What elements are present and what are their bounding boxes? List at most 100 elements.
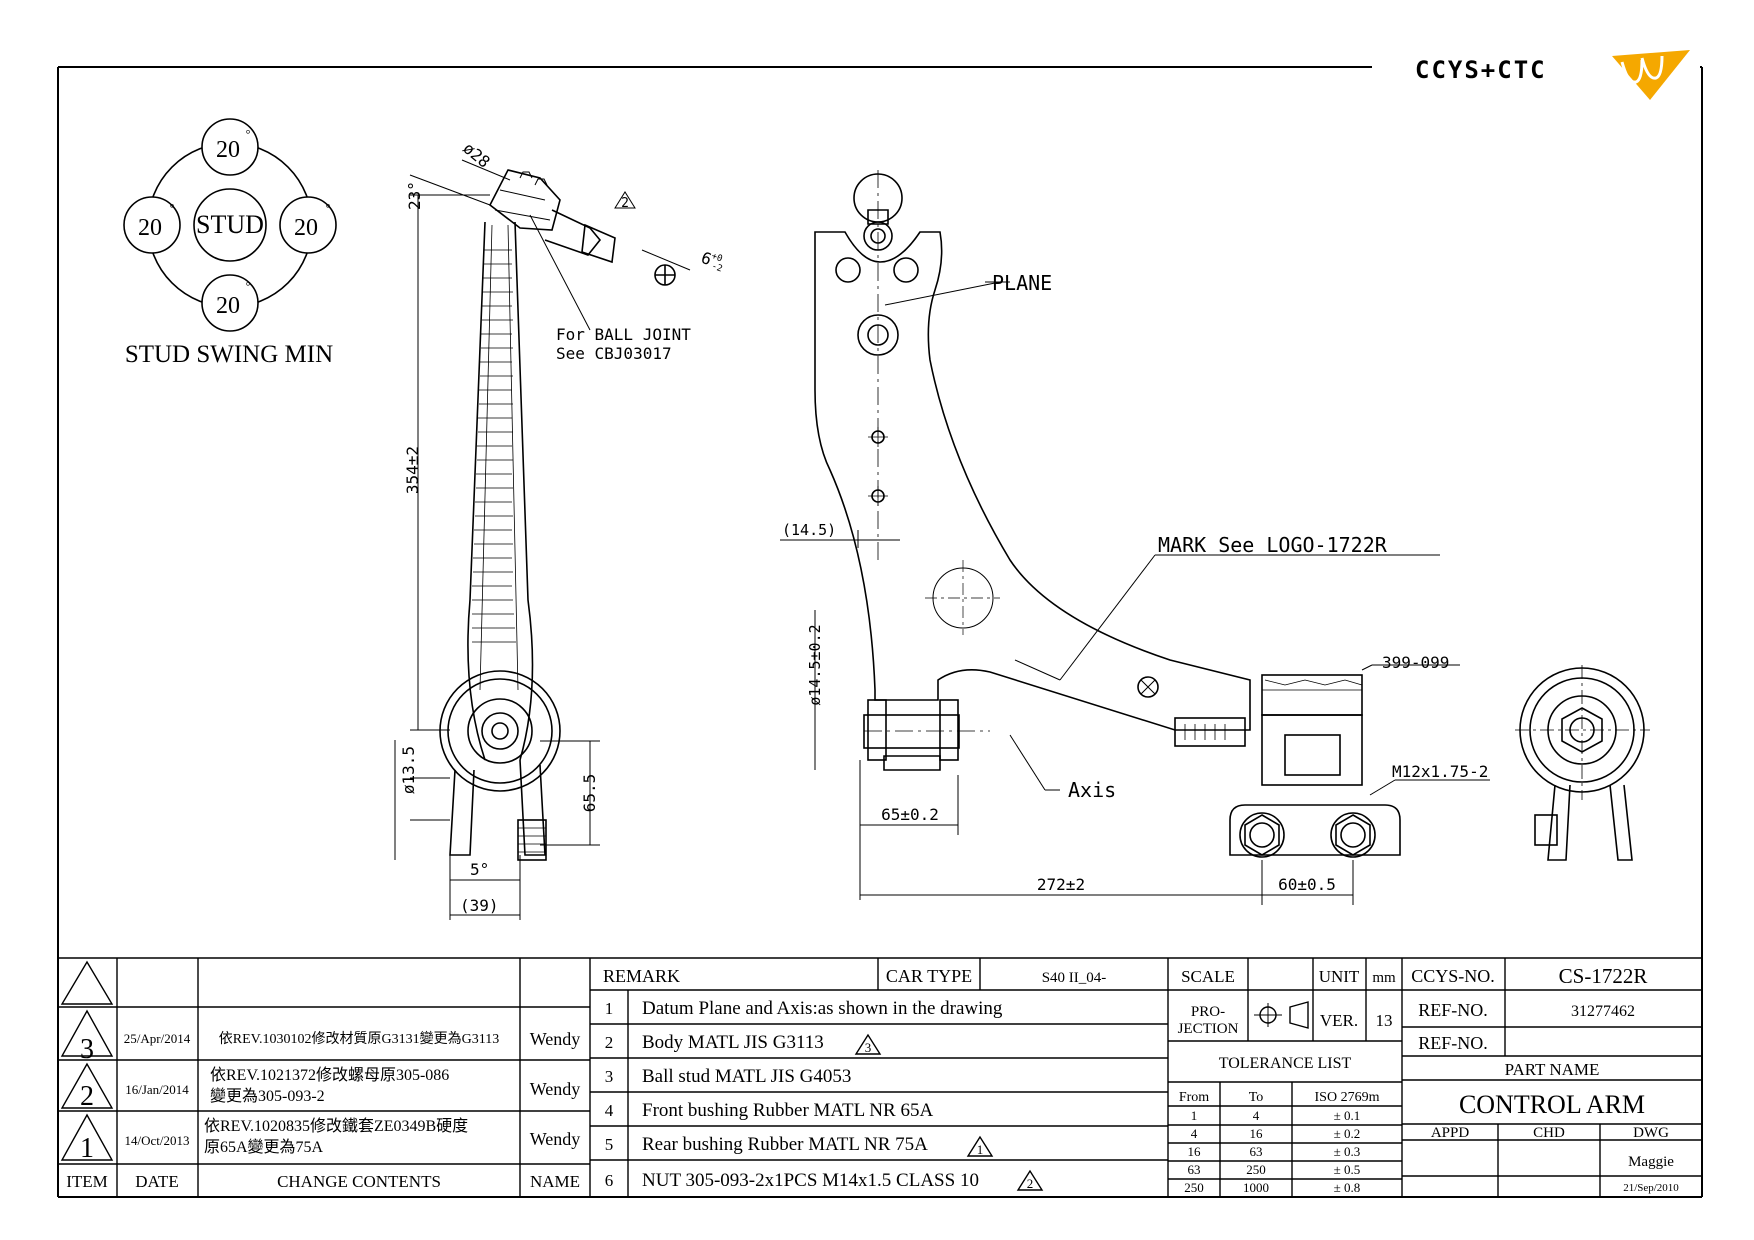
remark-no: 4 <box>605 1101 614 1120</box>
remark-rev-tag: 3 <box>865 1040 872 1055</box>
svg-text:°: ° <box>246 279 251 293</box>
bracket-angle-label: 5° <box>470 860 489 879</box>
drawn-by: Maggie <box>1628 1154 1674 1170</box>
appd-label: APPD <box>1431 1125 1470 1141</box>
swing-right-value: 20 <box>294 215 318 241</box>
tol-to: 4 <box>1253 1108 1260 1123</box>
part-number-label: 399-099 <box>1382 653 1449 672</box>
title-block-grid <box>58 957 1702 1197</box>
rev-name: Wendy <box>530 1029 581 1049</box>
revision-tag-2: 2 <box>621 196 629 211</box>
hole-diameter-label: ø14.5±0.2 <box>806 624 824 705</box>
scale-label: SCALE <box>1181 967 1235 986</box>
ball-joint-note-2: See CBJ03017 <box>556 344 672 363</box>
svg-text:JECTION: JECTION <box>1178 1021 1239 1037</box>
ref-no-value: 31277462 <box>1571 1003 1635 1020</box>
tol-value: ± 0.5 <box>1334 1162 1361 1177</box>
remark-text: Front bushing Rubber MATL NR 65A <box>642 1100 933 1121</box>
swing-bottom-value: 20 <box>216 293 240 319</box>
remark-text: NUT 305-093-2x1PCS M14x1.5 CLASS 10 <box>642 1170 979 1191</box>
tol-from: 63 <box>1188 1162 1201 1177</box>
part-name-value: CONTROL ARM <box>1459 1090 1645 1119</box>
rev-date: 16/Jan/2014 <box>125 1082 189 1097</box>
bushing-width-label: 65±0.2 <box>881 805 939 824</box>
tol-from: 1 <box>1191 1108 1198 1123</box>
offset-label: (14.5) <box>782 521 836 539</box>
projection-label: PRO- <box>1191 1004 1225 1020</box>
remark-title: REMARK <box>603 966 680 986</box>
tol-value: ± 0.3 <box>1334 1144 1361 1159</box>
rev-header-item: ITEM <box>66 1172 108 1191</box>
rev-contents: 依REV.1030102修改材質原G3131變更為G3113 <box>219 1031 499 1047</box>
rev-item: 3 <box>80 1034 94 1065</box>
tol-to: 250 <box>1246 1162 1266 1177</box>
stud-angle-label: 23° <box>405 181 424 210</box>
side-view <box>439 169 676 861</box>
remark-no: 1 <box>605 999 614 1018</box>
tolerance-list-title: TOLERANCE LIST <box>1219 1055 1352 1072</box>
tol-from: 4 <box>1191 1126 1198 1141</box>
tol-header-to: To <box>1249 1090 1264 1105</box>
rev-header-date: DATE <box>135 1172 178 1191</box>
arm-span-label: 272±2 <box>1037 875 1085 894</box>
company-logo: CCYS+CTC <box>1415 50 1690 100</box>
side-view-dimensions <box>394 159 691 920</box>
axis-label: Axis <box>1068 778 1116 802</box>
tol-value: ± 0.2 <box>1334 1126 1361 1141</box>
rev-contents: 依REV.1020835修改鐵套ZE0349B硬度 <box>204 1116 468 1135</box>
tol-header-iso: ISO 2769m <box>1315 1090 1380 1105</box>
tol-header-from: From <box>1179 1090 1209 1105</box>
tol-to: 16 <box>1250 1126 1264 1141</box>
remark-table: REMARK CAR TYPE S40 II_04- 1 Datum Plane… <box>603 966 1106 1191</box>
title-block: CCYS-NO. CS-1722R REF-NO. 31277462 REF-N… <box>1411 964 1679 1194</box>
tol-to: 1000 <box>1243 1180 1269 1195</box>
svg-text:°: ° <box>326 201 331 215</box>
plane-label: PLANE <box>992 271 1052 295</box>
remark-rev-tag: 2 <box>1027 1176 1034 1191</box>
rev-name: Wendy <box>530 1079 581 1099</box>
rev-contents: 依REV.1021372修改螺母原305-086 <box>210 1066 449 1084</box>
bracket-width-label: (39) <box>460 896 499 915</box>
stud-label: STUD <box>196 210 264 239</box>
rev-item: 2 <box>80 1081 94 1112</box>
rev-name: Wendy <box>530 1129 581 1149</box>
svg-text:°: ° <box>170 201 175 215</box>
remark-rev-tag: 1 <box>977 1142 984 1157</box>
svg-text:-2: -2 <box>710 261 724 274</box>
ccys-no-value: CS-1722R <box>1559 964 1648 988</box>
rev-contents-line2: 變更為305-093-2 <box>210 1087 325 1105</box>
car-type-value: S40 II_04- <box>1042 970 1107 986</box>
tol-value: ± 0.8 <box>1334 1180 1361 1195</box>
svg-text:°: ° <box>246 127 251 141</box>
tol-value: ± 0.1 <box>1334 1108 1361 1123</box>
bolt-pitch-label: 60±0.5 <box>1278 875 1336 894</box>
tol-from: 250 <box>1184 1180 1204 1195</box>
rev-header-name: NAME <box>530 1172 580 1191</box>
rev-header-contents: CHANGE CONTENTS <box>277 1172 441 1191</box>
stud-swing-caption: STUD SWING MIN <box>125 341 333 368</box>
revision-table: 3 25/Apr/2014 依REV.1030102修改材質原G3131變更為G… <box>66 1029 580 1191</box>
swing-left-value: 20 <box>138 215 162 241</box>
thread-label: M12x1.75-2 <box>1392 762 1488 781</box>
revision-triangles <box>60 960 1309 1191</box>
swing-top-value: 20 <box>216 137 240 163</box>
remark-text: Datum Plane and Axis:as shown in the dra… <box>642 998 1003 1019</box>
version-label: VER. <box>1320 1011 1358 1030</box>
ref-no-label: REF-NO. <box>1418 1000 1488 1020</box>
eye-height-label: 65.5 <box>580 774 599 813</box>
part-name-label: PART NAME <box>1505 1060 1600 1079</box>
unit-value: mm <box>1372 970 1396 986</box>
ball-joint-note-1: For BALL JOINT <box>556 325 691 344</box>
remark-text: Body MATL JIS G3113 <box>642 1032 824 1053</box>
arm-length-label: 354±2 <box>403 446 422 494</box>
tol-from: 16 <box>1188 1144 1202 1159</box>
rev-contents-line2: 原65A變更為75A <box>204 1138 324 1156</box>
tol-to: 63 <box>1250 1144 1263 1159</box>
drawn-date: 21/Sep/2010 <box>1623 1182 1679 1194</box>
rev-date: 25/Apr/2014 <box>124 1031 191 1046</box>
remark-text: Rear bushing Rubber MATL NR 75A <box>642 1134 928 1155</box>
stud-swing-diagram <box>123 118 337 332</box>
plan-view-dimensions <box>780 281 1490 905</box>
unit-label: UNIT <box>1319 967 1360 986</box>
